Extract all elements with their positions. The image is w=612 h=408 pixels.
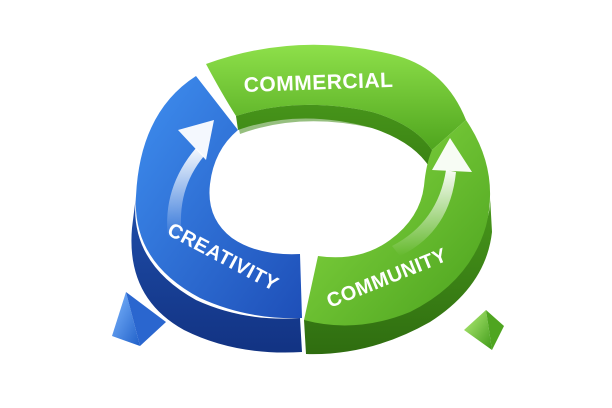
creativity-arrow-icon <box>178 120 214 160</box>
community-arrow-icon <box>432 138 472 172</box>
segment-community: COMMUNITY <box>304 120 492 355</box>
creativity-arrow-trail <box>167 148 204 238</box>
segment-creativity-side <box>131 196 302 353</box>
segment-creativity-face <box>135 76 302 319</box>
segment-commercial: COMMERCIAL <box>206 44 466 170</box>
left-gem-icon <box>112 292 166 346</box>
segment-commercial-face <box>206 44 466 150</box>
community-arrow-trail <box>392 170 456 256</box>
segment-community-face <box>304 120 491 326</box>
right-gem-icon <box>464 310 504 350</box>
commercial-label: COMMERCIAL <box>243 69 393 97</box>
segment-commercial-front <box>236 104 432 170</box>
